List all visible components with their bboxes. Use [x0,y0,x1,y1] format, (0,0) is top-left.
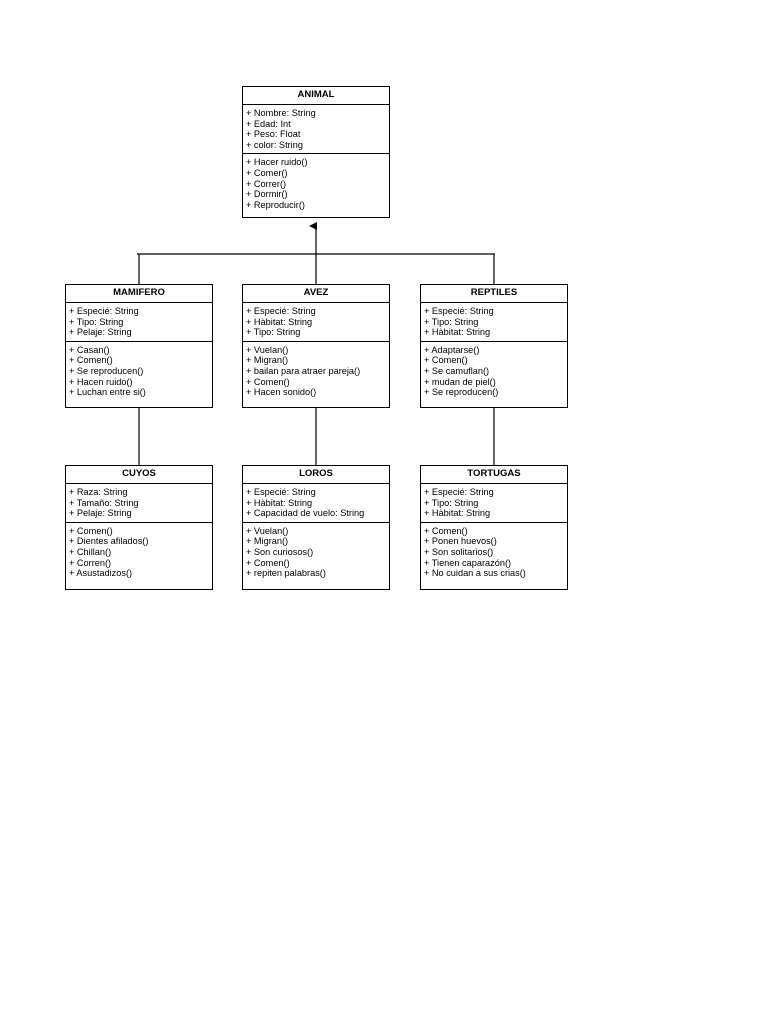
method-line: + Hacen sonido() [246,387,317,398]
method-line: + Vuelan() [246,344,289,355]
attribute-line: + Tipo: String [69,316,124,327]
class-name-mamifero: MAMIFERO [66,285,212,303]
attribute-line: + Tipo: String [424,316,479,327]
method-line: + Comen() [246,376,290,387]
method-line: + Dormir() [246,189,288,200]
method-line: + Son curiosos() [246,546,314,557]
class-attributes-animal: + Nombre: String + Edad: Int + Peso: Flo… [243,105,389,155]
class-name-animal: ANIMAL [243,87,389,105]
class-name-tortugas: TORTUGAS [421,466,567,484]
attribute-line: + Hàbitat: String [246,316,313,327]
attribute-line: + Pelaje: String [69,508,132,519]
class-box-tortugas: TORTUGAS + Especié: String + Tipo: Strin… [420,465,568,590]
method-line: + Comen() [424,525,468,536]
attribute-line: + Hàbitat: String [424,508,491,519]
attribute-line: + Hàbitat: String [424,327,491,338]
attribute-line: + Nombre: String [246,108,316,118]
method-line: + Comen() [69,525,113,536]
class-box-mamifero: MAMIFERO + Especié: String + Tipo: Strin… [65,284,213,408]
class-box-reptiles: REPTILES + Especié: String + Tipo: Strin… [420,284,568,408]
method-line: + Comen() [424,355,468,366]
method-line: + Vuelan() [246,525,289,536]
attribute-line: + Especié: String [246,487,316,497]
class-methods-tortugas: + Comen() + Ponen huevos() + Son solitar… [421,523,567,582]
class-name-loros: LOROS [243,466,389,484]
method-line: + Son solitarios() [424,546,494,557]
method-line: + Hacen ruido() [69,376,133,387]
class-methods-loros: + Vuelan() + Migran() + Son curiosos() +… [243,523,389,582]
method-line: + Reproducir() [246,199,305,210]
attribute-line: + Pelaje: String [69,327,132,338]
class-box-loros: LOROS + Especié: String + Hàbitat: Strin… [242,465,390,590]
attribute-line: + Tamaño: String [69,497,139,508]
attribute-line: + Tipo: String [424,497,479,508]
method-line: + Hacer ruido() [246,157,308,168]
class-box-animal: ANIMAL + Nombre: String + Edad: Int + Pe… [242,86,390,218]
attribute-line: + Tipo: String [246,327,301,338]
method-line: + Comen() [246,557,290,568]
method-line: + No cuidan a sus crias() [424,568,526,579]
attribute-line: + color: String [246,139,303,150]
class-methods-animal: + Hacer ruido() + Comer() + Correr() + D… [243,154,389,213]
class-attributes-reptiles: + Especié: String + Tipo: String + Hàbit… [421,303,567,342]
class-box-cuyos: CUYOS + Raza: String + Tamaño: String + … [65,465,213,590]
attribute-line: + Especié: String [69,306,139,316]
method-line: + Migran() [246,536,289,547]
method-line: + Se camuflan() [424,365,490,376]
method-line: + Se reproducen() [69,365,144,376]
method-line: + Dientes afilados() [69,536,149,547]
method-line: + Asustadizos() [69,568,133,579]
method-line: + Tienen caparazón() [424,557,512,568]
method-line: + Se reproducen() [424,387,499,398]
method-line: + mudan de piel() [424,376,496,387]
attribute-line: + Especié: String [424,487,494,497]
attribute-line: + Especié: String [246,306,316,316]
class-methods-mamifero: + Casan() + Comen() + Se reproducen() + … [66,342,212,401]
method-line: + repiten palabras() [246,568,326,579]
method-line: + bailan para atraer pareja() [246,365,361,376]
class-methods-cuyos: + Comen() + Dientes afilados() + Chillan… [66,523,212,582]
class-attributes-avez: + Especié: String + Hàbitat: String + Ti… [243,303,389,342]
class-attributes-tortugas: + Especié: String + Tipo: String + Hàbit… [421,484,567,523]
method-line: + Adaptarse() [424,344,480,355]
class-methods-avez: + Vuelan() + Migran() + bailan para atra… [243,342,389,401]
method-line: + Luchan entre si() [69,387,146,398]
method-line: + Corren() [69,557,112,568]
attribute-line: + Raza: String [69,487,128,497]
method-line: + Comer() [246,167,288,178]
class-attributes-mamifero: + Especié: String + Tipo: String + Pelaj… [66,303,212,342]
attribute-line: + Especié: String [424,306,494,316]
class-name-reptiles: REPTILES [421,285,567,303]
attribute-line: + Hàbitat: String [246,497,313,508]
class-attributes-cuyos: + Raza: String + Tamaño: String + Pelaje… [66,484,212,523]
class-box-avez: AVEZ + Especié: String + Hàbitat: String… [242,284,390,408]
class-attributes-loros: + Especié: String + Hàbitat: String + Ca… [243,484,389,523]
class-name-cuyos: CUYOS [66,466,212,484]
attribute-line: + Peso: Float [246,129,301,140]
method-line: + Correr() [246,178,287,189]
method-line: + Casan() [69,344,110,355]
attribute-line: + Capacidad de vuelo: String [246,508,365,519]
attribute-line: + Edad: Int [246,118,291,129]
method-line: + Comen() [69,355,113,366]
method-line: + Chillan() [69,546,112,557]
method-line: + Ponen huevos() [424,536,497,547]
class-name-avez: AVEZ [243,285,389,303]
class-methods-reptiles: + Adaptarse() + Comen() + Se camuflan() … [421,342,567,401]
method-line: + Migran() [246,355,289,366]
